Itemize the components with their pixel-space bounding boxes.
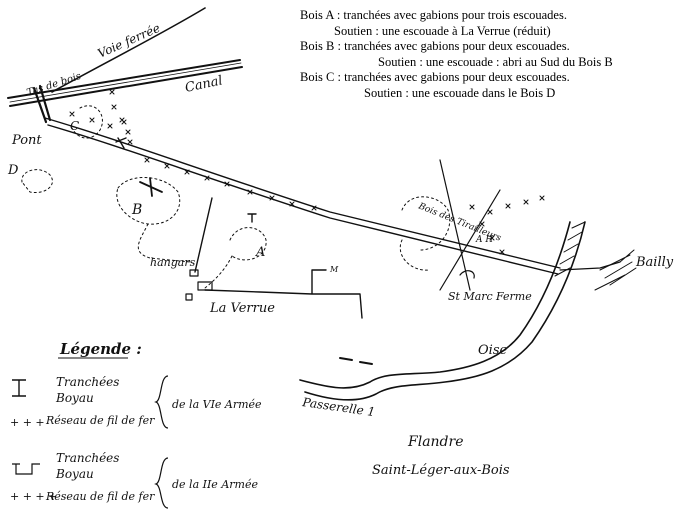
legend-2-tranchees: Tranchées (56, 451, 119, 465)
oise-river-north (299, 221, 571, 389)
legend-6-wire-symbol: + + + (10, 416, 45, 429)
wire-c (109, 89, 133, 145)
label-ferme: Ferme (495, 290, 532, 303)
bois-d-outline (21, 169, 53, 194)
legend-brace-2 (154, 457, 169, 509)
label-m: M (329, 265, 339, 274)
main-road-north (44, 117, 561, 269)
canal-lower-bank (9, 66, 243, 107)
label-ah: A H (475, 235, 493, 245)
bois-ferme-outline (399, 239, 431, 271)
road-bailly (559, 261, 621, 271)
legend-title: Légende : (59, 340, 142, 358)
cross-road-2 (439, 189, 501, 291)
legend-trench-symbol-6 (12, 379, 26, 397)
legend-6-tranchees: Tranchées (56, 375, 119, 389)
legend: Légende : + + + + + + + Tranchées Boyau … (10, 340, 262, 509)
verrue-building-2 (185, 293, 193, 301)
label-bailly: Bailly (635, 255, 674, 270)
legend-6-armee: de la VIe Armée (172, 398, 262, 411)
path-a-verrue (204, 255, 233, 289)
oise-dash (339, 357, 373, 365)
main-road-south (47, 124, 559, 275)
label-voie-ferree: Voie ferrée (96, 21, 163, 61)
oise-river-south (304, 221, 586, 401)
legend-2-boyau: Boyau (55, 467, 94, 481)
note-bois-a-soutien: Soutien : une escouade à La Verrue (rédu… (334, 23, 551, 38)
label-b: B (131, 202, 142, 218)
defense-notes: Bois A : tranchées avec gabions pour tro… (300, 8, 680, 101)
note-bois-a: Bois A : tranchées avec gabions pour tro… (300, 8, 567, 22)
legend-6-boyau: Boyau (55, 391, 94, 405)
bois-c-outline (71, 105, 103, 139)
railway-line (51, 7, 206, 93)
wire-network-road (69, 104, 317, 211)
verrue-building (197, 281, 213, 291)
legend-trench-symbol-2 (12, 463, 40, 475)
canal-mid (9, 62, 242, 103)
legend-brace-6 (154, 375, 169, 429)
river-hatch (554, 221, 586, 277)
legend-6-reseau: Réseau de fil de fer (45, 414, 155, 427)
label-c: C (70, 119, 79, 133)
note-bois-c: Bois C : tranchées avec gabions pour deu… (300, 70, 570, 84)
label-hangars: hangars (150, 256, 196, 269)
legend-2-wire-symbol: + + + + (10, 490, 57, 503)
bois-a-outline (229, 227, 267, 261)
label-a: A (255, 245, 265, 260)
label-flandre: Flandre (407, 434, 464, 450)
note-bois-c-soutien: Soutien : une escouade dans le Bois D (364, 85, 556, 100)
canal-upper-bank (7, 59, 241, 99)
trench-c (115, 137, 127, 149)
bailly-marsh (594, 249, 637, 291)
wire-network-tirailleurs (469, 195, 545, 255)
hangar-building (189, 269, 199, 277)
st-marc-mark (459, 270, 475, 279)
label-oise: Oise (478, 343, 507, 358)
path-b-hangars (137, 223, 191, 263)
label-la-verrue: La Verrue (209, 301, 275, 316)
bridge-mark (32, 84, 52, 124)
label-st-marc: St Marc (448, 290, 493, 303)
label-pont: Pont (11, 133, 42, 148)
bois-tirailleurs-outline (401, 196, 451, 251)
label-saint-leger: Saint-Léger-aux-Bois (372, 463, 510, 478)
bois-b-outline (116, 176, 181, 225)
bois-b-trench (139, 177, 163, 197)
note-bois-b: Bois B : tranchées avec gabions pour deu… (300, 39, 570, 53)
legend-2-reseau: Réseau de fil de fer (45, 490, 155, 503)
cross-road-1 (439, 159, 471, 291)
label-d: D (7, 163, 19, 178)
note-bois-b-soutien: Soutien : une escouade : abri au Sud du … (378, 54, 613, 69)
trench-a (247, 213, 257, 223)
trench-verrue (204, 269, 363, 319)
legend-2-armee: de la IIe Armée (172, 478, 258, 491)
boyau-line (194, 197, 213, 273)
